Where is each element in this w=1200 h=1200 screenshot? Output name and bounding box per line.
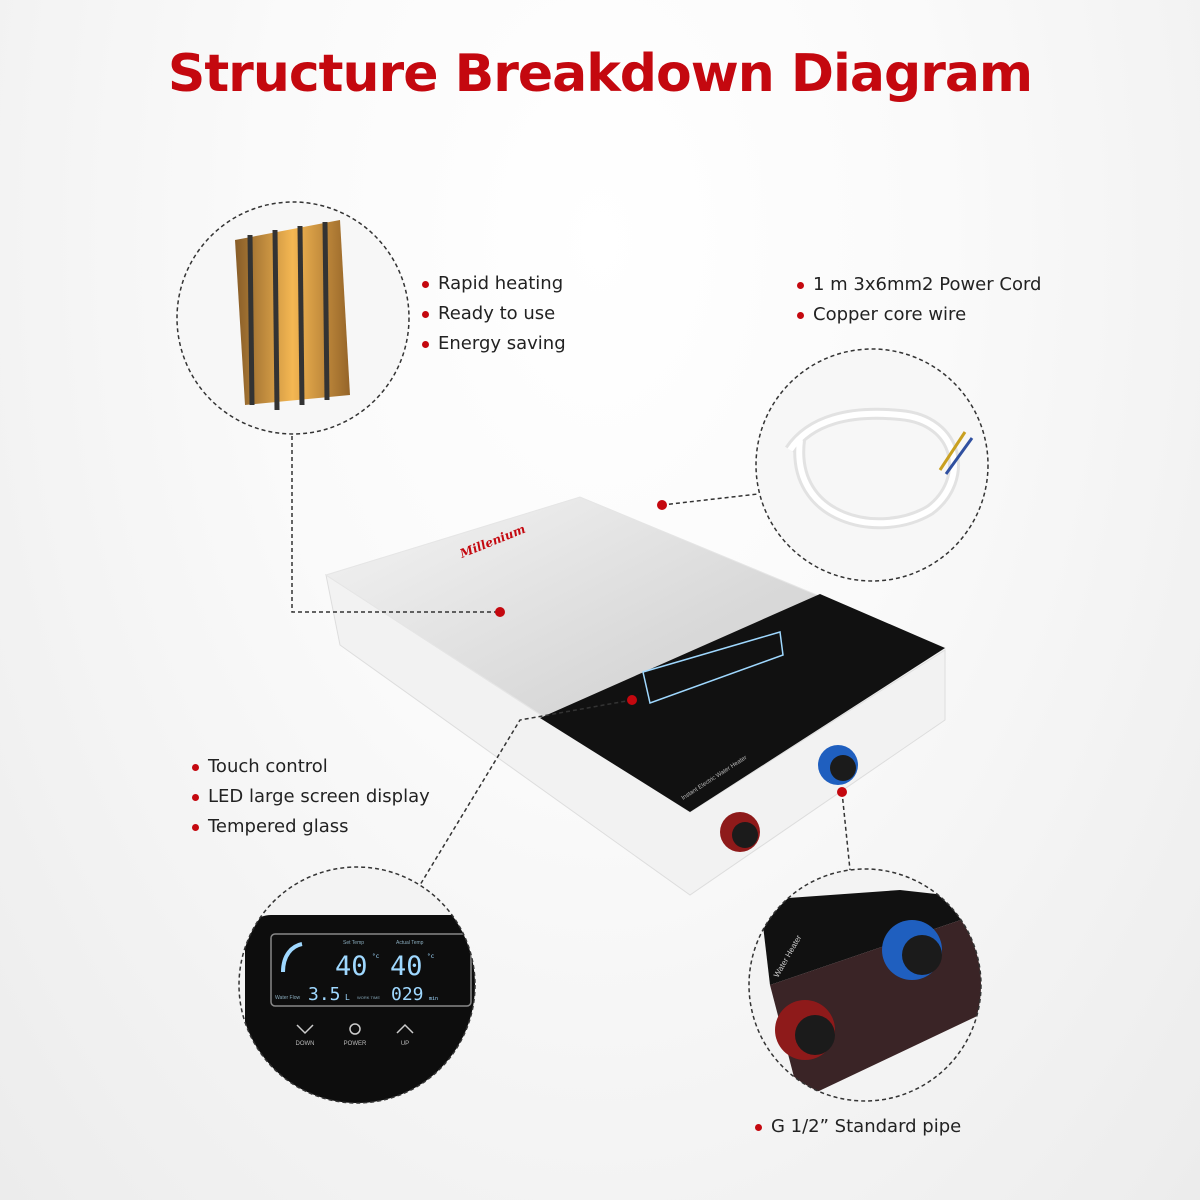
heating-features: Rapid heating Ready to use Energy saving: [422, 269, 566, 359]
actual-temp-unit: °c: [427, 953, 435, 960]
set-temp-label: Set Temp: [343, 940, 364, 946]
set-temp-unit: °c: [372, 953, 380, 960]
feature-item: Copper core wire: [797, 300, 1041, 330]
page-title: Structure Breakdown Diagram: [167, 44, 1033, 104]
display-inset: Set Temp Actual Temp 40 °c 40 °c Water F…: [238, 866, 476, 1104]
power-icon: [349, 1023, 361, 1035]
work-time-value: 029: [391, 984, 424, 1005]
actual-temp-label: Actual Temp: [396, 940, 424, 946]
water-flow-value: 3.5: [308, 984, 341, 1005]
chevron-down-icon: [296, 1024, 314, 1035]
power-button[interactable]: POWER: [344, 1023, 367, 1047]
up-button[interactable]: UP: [396, 1023, 414, 1047]
down-button[interactable]: DOWN: [296, 1024, 315, 1047]
feature-item: LED large screen display: [192, 782, 430, 812]
feature-item: Tempered glass: [192, 812, 430, 842]
down-label: DOWN: [296, 1041, 315, 1047]
chevron-up-icon: [396, 1023, 414, 1034]
work-time-label: WORK TIME: [357, 995, 380, 1000]
water-flow-label: Water Flow: [275, 995, 300, 1001]
control-features: Touch control LED large screen display T…: [192, 752, 430, 842]
water-heater-device: Millenium Instant Electric Water Heater: [324, 496, 947, 896]
feature-item: 1 m 3x6mm2 Power Cord: [797, 270, 1041, 300]
power-cord-inset: [755, 348, 989, 582]
feature-item: Touch control: [192, 752, 430, 782]
marker-dots: [495, 500, 847, 797]
cord-features: 1 m 3x6mm2 Power Cord Copper core wire: [797, 270, 1041, 330]
pipe-inset: Water Heater: [748, 868, 982, 1102]
up-label: UP: [401, 1041, 409, 1047]
connector-lines: [291, 436, 851, 886]
set-temp-value: 40: [335, 951, 368, 982]
feature-item: G 1/2” Standard pipe: [755, 1112, 961, 1142]
feature-item: Ready to use: [422, 299, 566, 329]
heating-element-inset: [176, 201, 410, 435]
feature-item: Energy saving: [422, 329, 566, 359]
power-label: POWER: [344, 1041, 367, 1047]
pipe-features: G 1/2” Standard pipe: [755, 1112, 961, 1142]
work-time-unit: min: [429, 996, 438, 1002]
actual-temp-value: 40: [390, 951, 423, 982]
water-flow-unit: L: [345, 993, 350, 1002]
feature-item: Rapid heating: [422, 269, 566, 299]
